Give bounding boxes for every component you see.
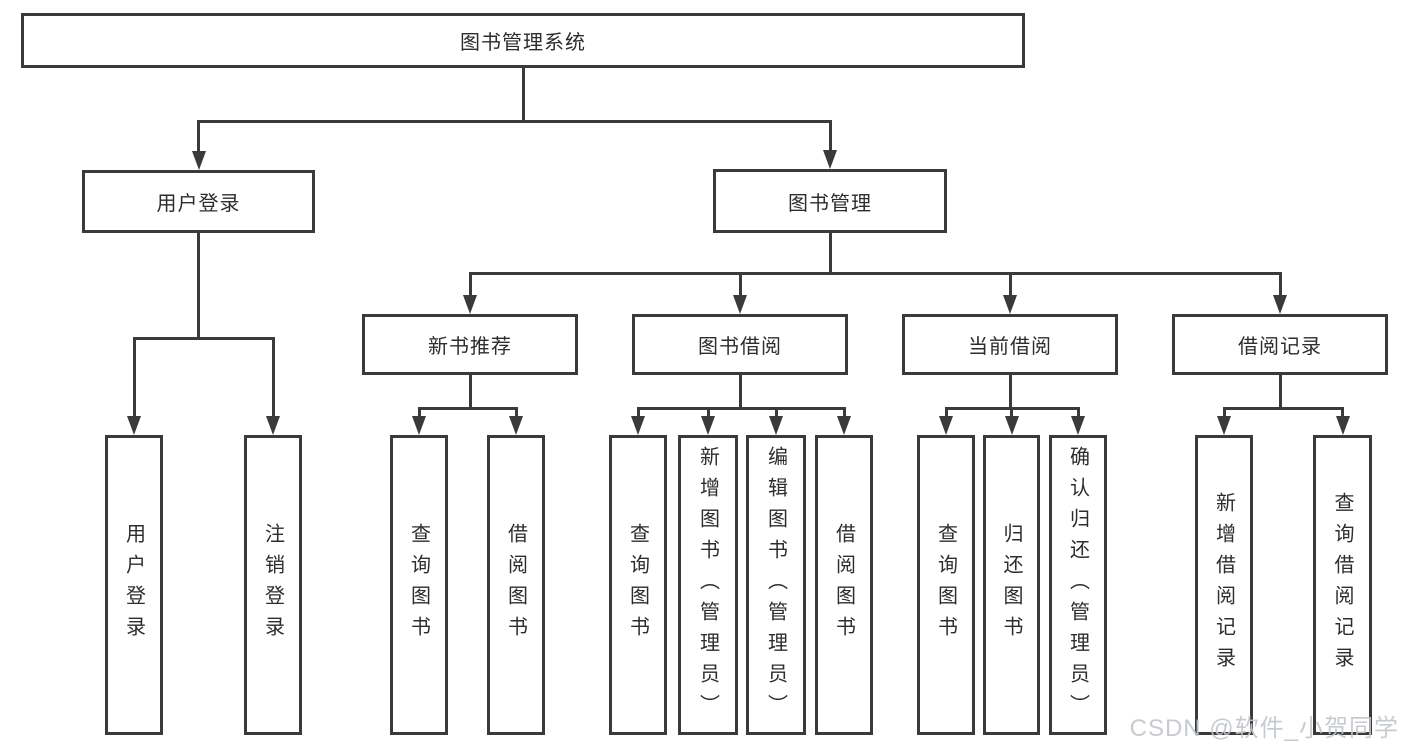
leaf-borrow-books-recommend: 借阅图书 (487, 435, 545, 735)
arrowhead-icon (127, 416, 141, 435)
arrowhead-icon (509, 416, 523, 435)
leaf-label: 编辑图书（管理员） (764, 445, 787, 725)
node-book-borrow: 图书借阅 (632, 314, 848, 375)
csdn-watermark: CSDN @软件_小贺同学 (1129, 715, 1399, 742)
connector-line (738, 375, 742, 407)
connector-line (1341, 407, 1344, 418)
connector-line (1008, 375, 1012, 407)
connector-line (1278, 272, 1282, 297)
connector-line (1008, 272, 1012, 297)
leaf-borrow-books: 借阅图书 (815, 435, 873, 735)
arrowhead-icon (631, 416, 645, 435)
leaf-label: 查询借阅记录 (1331, 492, 1353, 678)
node-label: 新书推荐 (428, 336, 512, 358)
arrowhead-icon (1003, 295, 1017, 314)
node-user-login: 用户登录 (82, 170, 315, 233)
connector-line (132, 337, 275, 340)
connector-line (417, 407, 421, 418)
arrowhead-icon (769, 416, 783, 435)
arrowhead-icon (837, 416, 851, 435)
leaf-edit-books-admin: 编辑图书（管理员） (746, 435, 806, 735)
node-book-management: 图书管理 (713, 169, 947, 233)
connector-line (636, 407, 846, 410)
leaf-logout: 注销登录 (244, 435, 302, 735)
arrowhead-icon (823, 150, 837, 169)
arrowhead-icon (1273, 295, 1287, 314)
leaf-query-borrow-record: 查询借阅记录 (1313, 435, 1372, 735)
leaf-query-books-borrow: 查询图书 (609, 435, 667, 735)
leaf-label: 归还图书 (1000, 523, 1022, 647)
leaf-label: 确认归还（管理员） (1066, 445, 1089, 725)
arrowhead-icon (701, 416, 715, 435)
connector-line (417, 407, 518, 410)
leaf-label: 借阅图书 (832, 523, 855, 647)
arrowhead-icon (939, 416, 953, 435)
leaf-add-borrow-record: 新增借阅记录 (1195, 435, 1253, 735)
connector-line (197, 120, 831, 123)
node-library-system: 图书管理系统 (21, 13, 1025, 68)
leaf-label: 用户登录 (122, 523, 145, 647)
connector-line (1222, 407, 1344, 410)
connector-line (842, 407, 846, 418)
arrowhead-icon (412, 416, 426, 435)
connector-line (271, 337, 275, 418)
connector-line (1278, 375, 1282, 407)
arrowhead-icon (1004, 416, 1019, 435)
connector-line (1222, 407, 1226, 418)
connector-line (468, 375, 472, 407)
arrowhead-icon (266, 416, 280, 435)
arrowhead-icon (733, 295, 747, 314)
connector-line (636, 407, 640, 418)
node-label: 用户登录 (156, 193, 241, 215)
leaf-label: 查询图书 (934, 523, 957, 647)
leaf-confirm-return-admin: 确认归还（管理员） (1049, 435, 1107, 735)
connector-line (706, 407, 710, 418)
arrowhead-icon (463, 295, 477, 314)
connector-line (774, 407, 778, 418)
arrowhead-icon (1217, 416, 1231, 435)
connector-line (197, 233, 200, 337)
connector-line (828, 233, 832, 272)
connector-line (1010, 407, 1013, 418)
leaf-query-books-current: 查询图书 (917, 435, 975, 735)
arrowhead-icon (1335, 416, 1350, 435)
node-borrow-records: 借阅记录 (1172, 314, 1388, 375)
node-label: 当前借阅 (968, 336, 1052, 358)
connector-line (521, 68, 525, 120)
node-label: 借阅记录 (1238, 336, 1322, 358)
leaf-label: 查询图书 (626, 523, 649, 647)
arrowhead-icon (191, 151, 206, 170)
connector-line (132, 337, 136, 418)
connector-line (1076, 407, 1080, 418)
leaf-return-books: 归还图书 (983, 435, 1040, 735)
leaf-label: 注销登录 (261, 523, 284, 647)
node-new-book-recommend: 新书推荐 (362, 314, 578, 375)
connector-line (738, 272, 742, 297)
leaf-user-login: 用户登录 (105, 435, 163, 735)
arrowhead-icon (1071, 416, 1085, 435)
connector-line (468, 272, 472, 297)
leaf-label: 新增借阅记录 (1212, 492, 1235, 678)
leaf-add-books-admin: 新增图书（管理员） (678, 435, 738, 735)
node-label: 图书借阅 (698, 336, 782, 358)
connector-line (514, 407, 518, 418)
connector-line (468, 272, 1282, 275)
node-label: 图书管理系统 (460, 32, 586, 54)
connector-line (197, 120, 200, 153)
connector-line (828, 120, 832, 152)
connector-line (944, 407, 948, 418)
leaf-label: 新增图书（管理员） (696, 445, 719, 725)
node-current-borrow: 当前借阅 (902, 314, 1118, 375)
leaf-label: 查询图书 (407, 523, 430, 647)
leaf-query-books-recommend: 查询图书 (390, 435, 448, 735)
node-label: 图书管理 (788, 192, 872, 215)
leaf-label: 借阅图书 (504, 523, 527, 647)
